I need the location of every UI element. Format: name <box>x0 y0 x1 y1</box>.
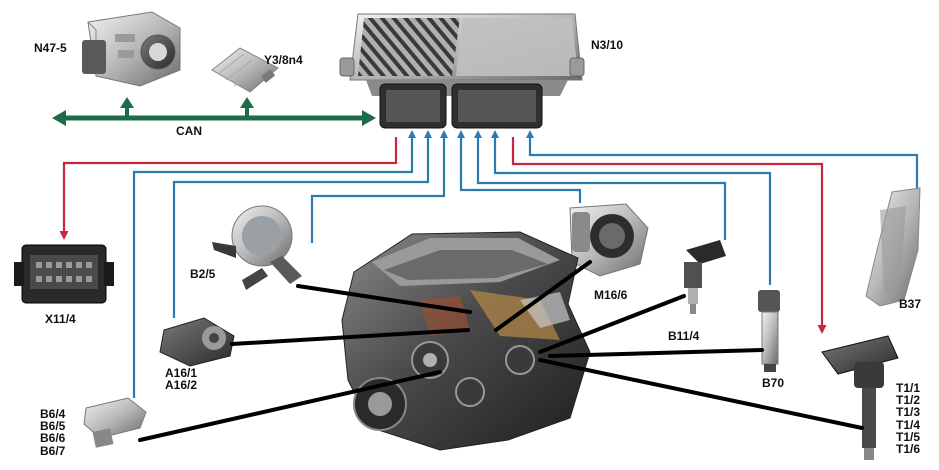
leader-lines <box>138 260 864 442</box>
label-m16-6: M16/6 <box>594 288 628 302</box>
can-bus <box>52 97 376 126</box>
label-a16-1: A16/1 <box>165 366 198 380</box>
t1-coil <box>821 335 899 460</box>
label-a16-2: A16/2 <box>165 378 198 393</box>
label-t1-5: T1/5 <box>896 429 921 444</box>
b37-pedal <box>865 187 921 307</box>
label-n47-5: N47-5 <box>34 41 67 55</box>
engine <box>341 231 591 451</box>
n3-10-ecu <box>339 13 585 129</box>
b11-4-sensor <box>684 240 726 314</box>
label-t1-4: T1/4 <box>896 417 921 432</box>
label-a16-group: A16/1 A16/2 <box>165 366 198 393</box>
label-t1-3: T1/3 <box>896 405 921 420</box>
label-b6-5: B6/5 <box>40 419 66 434</box>
b2-5-sensor <box>212 205 302 290</box>
label-b11-4: B11/4 <box>668 329 700 343</box>
a16-sensor <box>159 317 235 367</box>
n47-5-unit <box>82 11 181 87</box>
label-b6-7: B6/7 <box>40 443 66 458</box>
b6-sensor <box>83 397 147 448</box>
b70-sensor <box>758 290 780 372</box>
label-n3-10: N3/10 <box>591 38 624 52</box>
label-b6-6: B6/6 <box>40 431 66 446</box>
label-t1-6: T1/6 <box>896 442 921 457</box>
m16-6-actuator <box>569 203 649 277</box>
label-b37: B37 <box>899 297 922 311</box>
label-b2-5: B2/5 <box>190 267 216 281</box>
y3-8n4-module <box>211 47 279 93</box>
label-b70: B70 <box>762 376 785 390</box>
label-can-bus: CAN <box>176 124 202 138</box>
label-t1-2: T1/2 <box>896 393 921 408</box>
label-b6-group: B6/4 B6/5 B6/6 B6/7 <box>40 408 65 457</box>
x11-4-connector <box>14 244 114 304</box>
label-y3-8n4: Y3/8n4 <box>264 53 303 67</box>
signal-lines <box>59 130 919 398</box>
label-b6-4: B6/4 <box>40 407 66 421</box>
label-x11-4: X11/4 <box>45 312 76 326</box>
label-t1-1: T1/1 <box>896 381 921 395</box>
label-t1-group: T1/1 T1/2 T1/3 T1/4 T1/5 T1/6 <box>896 382 920 455</box>
